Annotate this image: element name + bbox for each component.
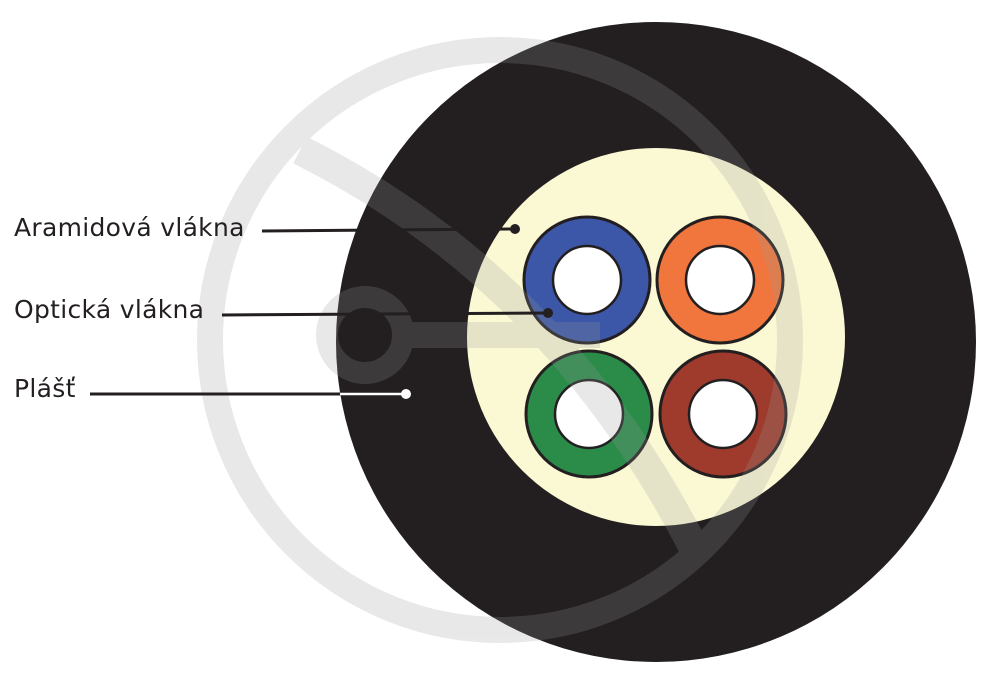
logo-watermark-icon <box>197 37 803 643</box>
leader-line-optical <box>221 311 549 317</box>
label-jacket: Plášť <box>14 374 76 403</box>
watermark-ring <box>197 37 803 643</box>
label-optical-fibers: Optická vlákna <box>14 295 205 324</box>
optical-fiber-brown <box>658 349 788 479</box>
watermark-knob <box>316 286 414 384</box>
fiber-core-green <box>553 378 625 450</box>
label-aramid-fibers: Aramidová vlákna <box>14 213 245 242</box>
fiber-core-orange <box>684 244 756 316</box>
fiber-core-blue <box>551 244 623 316</box>
pointer-dot-aramid <box>510 224 520 234</box>
optical-fiber-green <box>524 349 654 479</box>
optical-fiber-blue <box>522 215 652 345</box>
optical-fiber-orange <box>655 215 785 345</box>
pointer-dot-optical <box>543 308 553 318</box>
leader-lines <box>221 227 549 317</box>
leader-line-aramid <box>261 227 516 233</box>
watermark-arc <box>293 136 714 567</box>
fiber-core-brown <box>687 378 759 450</box>
pointer-dot-jacket <box>401 389 411 399</box>
